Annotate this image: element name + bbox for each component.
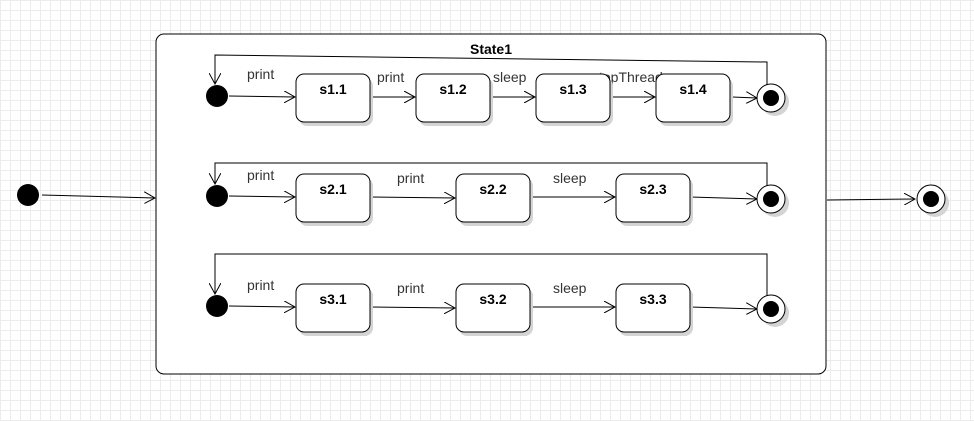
region-3-transition-1-label: print: [247, 277, 274, 293]
state-s2-3-label: s2.3: [639, 181, 666, 197]
region-2-transition-1-label: print: [247, 167, 274, 183]
region-2: print print sleep s2.1 s2.2 s2.3: [206, 162, 789, 226]
region-3-final-node[interactable]: [756, 294, 789, 327]
region-3-loop-edge: [215, 253, 768, 295]
state-s3-2[interactable]: s3.2: [455, 283, 533, 336]
state-s3-1[interactable]: s3.1: [295, 283, 373, 336]
state-s3-3-label: s3.3: [639, 291, 666, 307]
region-2-transition-3-label: sleep: [553, 170, 587, 186]
state-s3-2-label: s3.2: [479, 291, 506, 307]
region-2-edge-4: [689, 197, 757, 199]
state-s1-1[interactable]: s1.1: [295, 73, 373, 126]
state-s1-4[interactable]: s1.4: [655, 73, 733, 126]
region-1-edge-1: [228, 96, 295, 97]
region-3-edge-2: [369, 307, 455, 308]
state-s2-1[interactable]: s2.1: [295, 173, 373, 226]
state-s1-3[interactable]: s1.3: [535, 73, 613, 126]
region-3-edge-1: [228, 306, 295, 307]
region-3-edge-4: [689, 307, 757, 309]
region-2-edge-1: [228, 196, 295, 197]
region-1-initial-node[interactable]: [206, 85, 228, 107]
region-1-transition-3-label: sleep: [493, 69, 527, 85]
outer-initial-node[interactable]: [17, 184, 39, 206]
region-2-transition-2-label: print: [397, 170, 424, 186]
region-3-transition-2-label: print: [397, 280, 424, 296]
outer-final-node[interactable]: [916, 184, 949, 217]
region-1-transition-1-label: print: [247, 66, 274, 82]
region-2-initial-node[interactable]: [206, 185, 228, 207]
region-2-loop-edge: [215, 162, 768, 185]
state-s2-2-label: s2.2: [479, 181, 506, 197]
state-s1-2[interactable]: s1.2: [415, 73, 493, 126]
region-1-loop-edge: [215, 54, 768, 85]
state-s3-1-label: s3.1: [319, 291, 346, 307]
region-1-edge-5: [731, 97, 757, 98]
state-s2-3[interactable]: s2.3: [615, 173, 693, 226]
outer-exit-edge: [826, 199, 915, 200]
state-s1-3-label: s1.3: [559, 81, 586, 97]
state-s1-1-label: s1.1: [319, 81, 346, 97]
state-s1-2-label: s1.2: [439, 81, 466, 97]
region-3-transition-3-label: sleep: [553, 280, 587, 296]
state-s3-3[interactable]: s3.3: [615, 283, 693, 336]
region-3-initial-node[interactable]: [206, 295, 228, 317]
state-s2-2[interactable]: s2.2: [455, 173, 533, 226]
state-s2-1-label: s2.1: [319, 181, 346, 197]
region-1: print print sleep stopThread s1.1 s1.2 s…: [206, 54, 789, 126]
region-1-transition-2-label: print: [377, 69, 404, 85]
region-2-edge-2: [369, 197, 455, 198]
region-2-final-node[interactable]: [756, 184, 789, 217]
outer-initial-edge: [41, 195, 155, 198]
composite-title: State1: [470, 41, 512, 57]
region-3: print print sleep s3.1 s3.2 s3.3: [206, 253, 789, 336]
region-1-final-node[interactable]: [756, 83, 789, 116]
state-s1-4-label: s1.4: [679, 81, 706, 97]
